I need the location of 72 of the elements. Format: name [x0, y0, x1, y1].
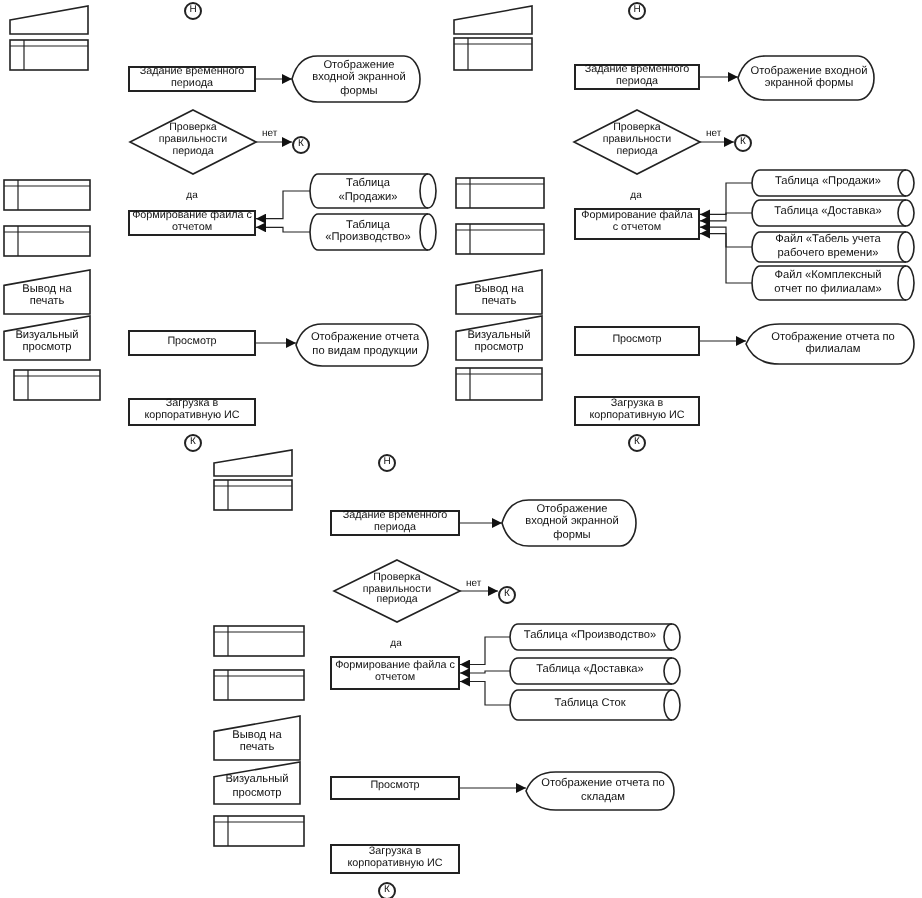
- display-shape: [292, 56, 420, 102]
- process-box: [330, 844, 460, 874]
- data-storage: [752, 266, 914, 300]
- table-box: [456, 178, 544, 208]
- arrow: [699, 137, 735, 147]
- data-storage: [752, 200, 914, 226]
- display-shape: [738, 56, 874, 100]
- table-box: [214, 816, 304, 846]
- display-shape: [746, 324, 914, 364]
- table-box: [214, 480, 292, 510]
- decision-diamond: [334, 560, 460, 622]
- table-box: [214, 626, 304, 656]
- table-box: [14, 370, 100, 400]
- data-storage: [510, 690, 680, 720]
- arrow: [255, 222, 311, 233]
- display-shape: [526, 772, 674, 810]
- process-box: [330, 510, 460, 536]
- arrow: [699, 182, 753, 220]
- table-box: [214, 670, 304, 700]
- table-box: [454, 38, 532, 70]
- table-box: [10, 40, 88, 70]
- process-box: [574, 326, 700, 356]
- connector-circle: [734, 134, 752, 152]
- decision-diamond: [574, 110, 700, 174]
- table-box: [4, 180, 90, 210]
- process-box: [330, 776, 460, 800]
- data-storage: [310, 174, 436, 208]
- arrow: [459, 636, 511, 670]
- manual-input-shape: [214, 450, 292, 476]
- arrow: [255, 137, 293, 147]
- manual-input-shape: [214, 762, 300, 804]
- process-box: [128, 66, 256, 92]
- manual-input-shape: [454, 6, 532, 34]
- manual-input-shape: [4, 316, 90, 360]
- data-storage: [310, 214, 436, 250]
- manual-input-shape: [10, 6, 88, 34]
- data-storage: [752, 170, 914, 196]
- process-box: [128, 398, 256, 426]
- connector-circle: [378, 882, 396, 898]
- manual-input-shape: [214, 716, 300, 760]
- connector-circle: [292, 136, 310, 154]
- arrow: [699, 222, 753, 248]
- table-box: [456, 224, 544, 254]
- connector-circle: [184, 434, 202, 452]
- data-storage: [752, 232, 914, 262]
- display-shape: [296, 324, 428, 366]
- manual-input-shape: [4, 270, 90, 314]
- arrow: [459, 586, 499, 596]
- process-box: [128, 330, 256, 356]
- arrow: [459, 518, 503, 528]
- table-box: [4, 226, 90, 256]
- arrow: [255, 338, 297, 348]
- connector-circle: [628, 434, 646, 452]
- display-shape: [502, 500, 636, 546]
- process-box: [574, 396, 700, 426]
- manual-input-shape: [456, 316, 542, 360]
- arrow: [255, 74, 293, 84]
- arrow: [255, 190, 311, 224]
- manual-input-shape: [456, 270, 542, 314]
- arrow: [459, 676, 511, 706]
- arrow: [459, 668, 511, 678]
- arrow: [459, 783, 527, 793]
- arrow: [699, 336, 747, 346]
- process-box: [574, 64, 700, 90]
- table-box: [456, 368, 542, 400]
- data-storage: [510, 624, 680, 650]
- arrow: [699, 72, 739, 82]
- arrow: [699, 212, 753, 226]
- arrow: [699, 228, 753, 284]
- connector-circle: [498, 586, 516, 604]
- decision-diamond: [130, 110, 256, 174]
- data-storage: [510, 658, 680, 684]
